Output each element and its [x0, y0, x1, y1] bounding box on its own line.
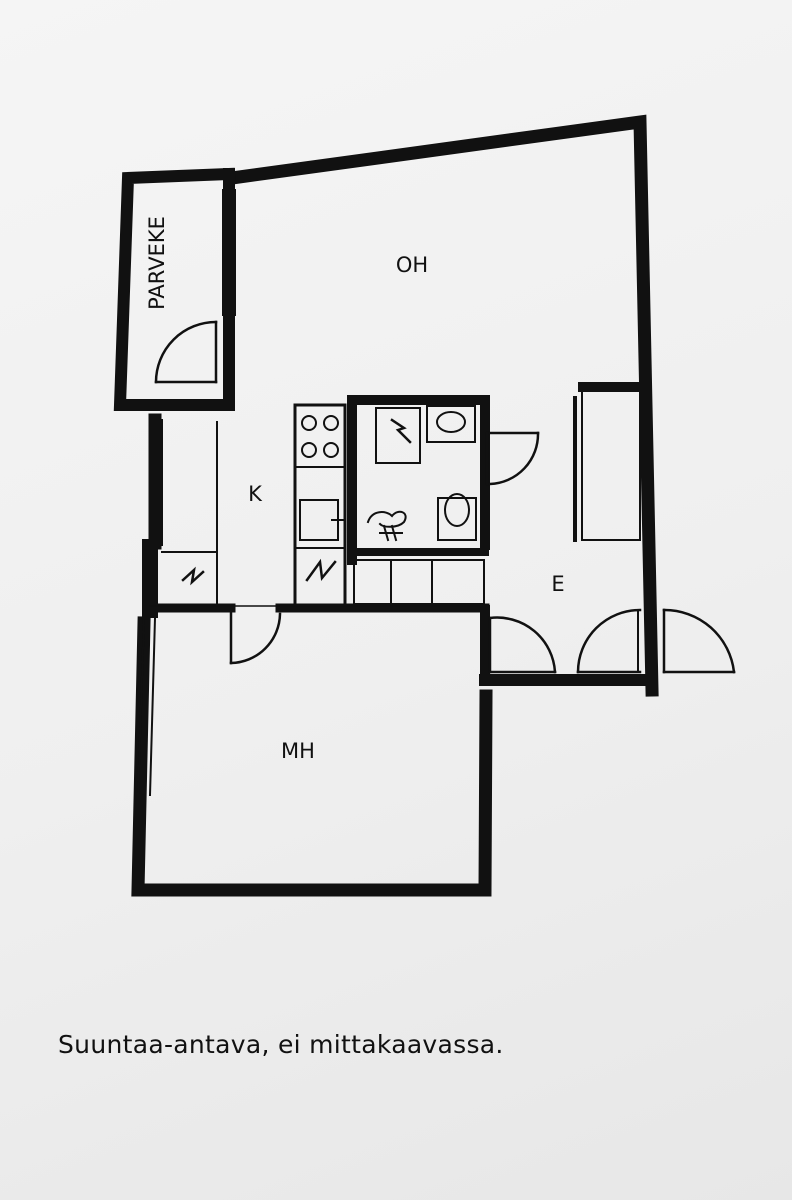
bedroom-door [229, 610, 282, 665]
entrance-walls [479, 382, 658, 686]
kitchen-counter-right [293, 403, 347, 607]
bedroom-window [136, 616, 157, 797]
entrance-closet-door [488, 616, 557, 674]
balcony-door [154, 320, 218, 384]
bathroom-door [485, 431, 540, 486]
room-label-entrance: E [551, 572, 564, 596]
entrance-doors [576, 608, 736, 674]
plan-caption: Suuntaa-antava, ei mittakaavassa. [58, 1030, 504, 1059]
bathroom-walls [347, 395, 490, 565]
closets [353, 559, 485, 605]
room-label-living-room: OH [396, 253, 428, 277]
room-label-kitchen: K [248, 482, 263, 506]
balcony-window [222, 189, 236, 316]
balcony-walls [113, 167, 236, 411]
room-label-bedroom: MH [281, 739, 315, 763]
kitchen-counter-left [161, 421, 218, 606]
outer-walls [131, 114, 659, 897]
room-label-balcony: PARVEKE [145, 216, 169, 310]
kitchen-window [149, 419, 163, 546]
